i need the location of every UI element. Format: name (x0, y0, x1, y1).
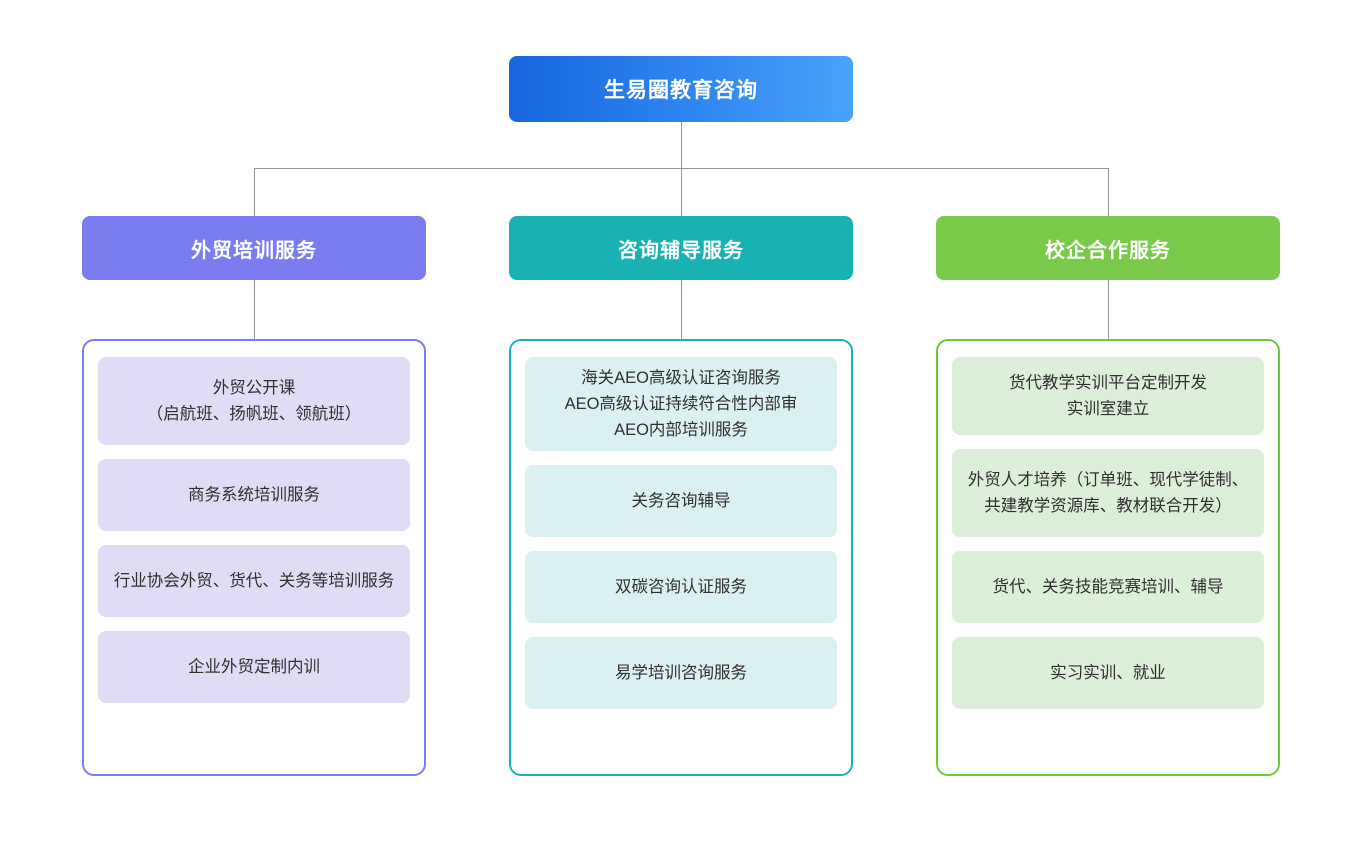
category-header-label: 校企合作服务 (1045, 239, 1171, 262)
service-card[interactable]: 货代、关务技能竞赛培训、辅导 (952, 551, 1264, 623)
connector-col-1-to-box (254, 280, 255, 339)
connector-root-stem (681, 122, 682, 168)
connector-drop-col-1 (254, 168, 255, 216)
category-header-zixun-fudao[interactable]: 咨询辅导服务 (509, 216, 853, 280)
service-card[interactable]: 行业协会外贸、货代、关务等培训服务 (98, 545, 410, 617)
service-card[interactable]: 商务系统培训服务 (98, 459, 410, 531)
service-card[interactable]: 实习实训、就业 (952, 637, 1264, 709)
connector-drop-col-2 (681, 168, 682, 216)
connector-col-3-to-box (1108, 280, 1109, 339)
service-card[interactable]: 易学培训咨询服务 (525, 637, 837, 709)
service-card[interactable]: 外贸公开课 （启航班、扬帆班、领航班） (98, 357, 410, 445)
service-list-waimao-peixun: 外贸公开课 （启航班、扬帆班、领航班） 商务系统培训服务 行业协会外贸、货代、关… (82, 339, 426, 776)
category-header-label: 咨询辅导服务 (618, 239, 744, 262)
service-card[interactable]: 外贸人才培养（订单班、现代学徒制、共建教学资源库、教材联合开发） (952, 449, 1264, 537)
service-card[interactable]: 货代教学实训平台定制开发 实训室建立 (952, 357, 1264, 435)
category-header-label: 外贸培训服务 (191, 239, 317, 262)
category-header-waimao-peixun[interactable]: 外贸培训服务 (82, 216, 426, 280)
connector-col-2-to-box (681, 280, 682, 339)
connector-drop-col-3 (1108, 168, 1109, 216)
service-card[interactable]: 关务咨询辅导 (525, 465, 837, 537)
service-card[interactable]: 企业外贸定制内训 (98, 631, 410, 703)
root-node-label: 生易圈教育咨询 (604, 79, 758, 102)
service-card[interactable]: 双碳咨询认证服务 (525, 551, 837, 623)
service-list-xiaoqi-hezuo: 货代教学实训平台定制开发 实训室建立 外贸人才培养（订单班、现代学徒制、共建教学… (936, 339, 1280, 776)
service-list-zixun-fudao: 海关AEO高级认证咨询服务 AEO高级认证持续符合性内部审 AEO内部培训服务 … (509, 339, 853, 776)
root-node[interactable]: 生易圈教育咨询 (509, 56, 853, 122)
category-header-xiaoqi-hezuo[interactable]: 校企合作服务 (936, 216, 1280, 280)
service-card[interactable]: 海关AEO高级认证咨询服务 AEO高级认证持续符合性内部审 AEO内部培训服务 (525, 357, 837, 451)
